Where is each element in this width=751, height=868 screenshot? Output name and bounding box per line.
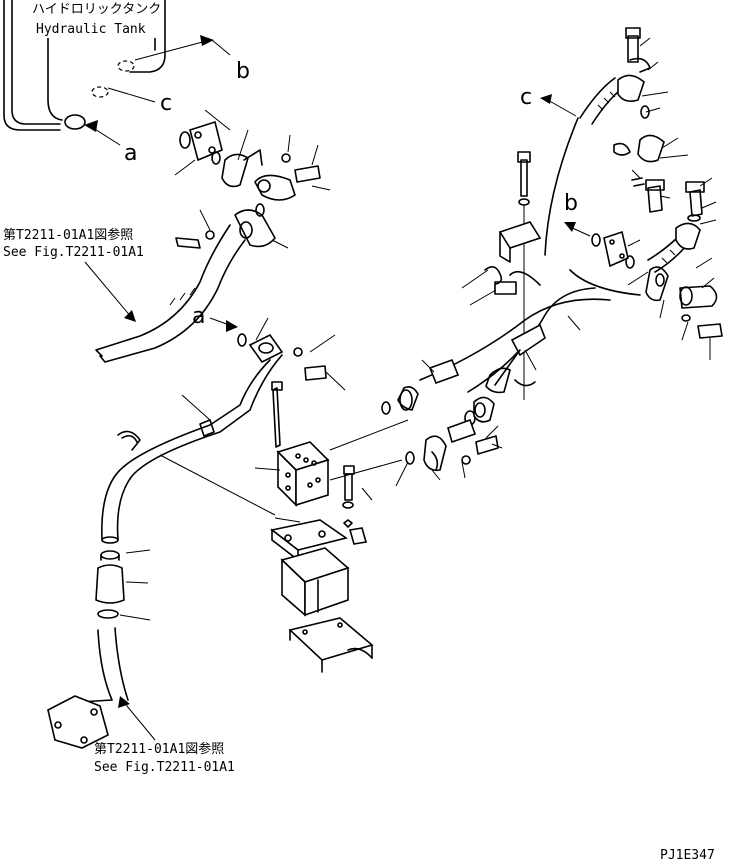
suction-tube xyxy=(101,317,346,544)
marker-c-right-arrow xyxy=(540,94,577,117)
manifold-block xyxy=(254,381,409,545)
marker-a-mid-label: a xyxy=(192,304,205,329)
return-line-top-right xyxy=(579,27,689,213)
marker-a-top-label: a xyxy=(124,141,137,166)
upper-left-hose xyxy=(95,209,289,363)
tank-flange-group xyxy=(174,109,331,217)
right-flange-group xyxy=(591,177,723,360)
vertical-support xyxy=(461,151,542,400)
marker-a-mid-arrow xyxy=(209,317,238,332)
ref-lower-jp: 第T2211-01A1図参照 xyxy=(94,741,224,757)
ref-upper-jp: 第T2211-01A1図参照 xyxy=(3,227,133,243)
lower-hose-segment xyxy=(47,549,151,749)
pressure-hoses xyxy=(381,117,641,415)
tank-label-en: Hydraulic Tank xyxy=(36,22,146,37)
tank-label-jp: ハイドロリックタンク xyxy=(32,2,161,17)
ref-upper-arrow xyxy=(84,261,136,322)
marker-b-right-arrow xyxy=(564,222,591,237)
marker-b-top-label: b xyxy=(236,59,250,84)
mount-bracket xyxy=(270,519,374,673)
marker-b-top xyxy=(134,35,231,61)
ref-upper-en: See Fig.T2211-01A1 xyxy=(3,245,144,260)
marker-c-right-label: c xyxy=(520,85,532,110)
marker-b-right-label: b xyxy=(564,191,578,216)
drawing-code: PJ1E347 xyxy=(660,848,715,863)
ref-lower-en: See Fig.T2211-01A1 xyxy=(94,760,235,775)
ref-lower-arrow xyxy=(118,696,156,741)
marker-c-top-label: c xyxy=(160,91,172,116)
marker-a-top xyxy=(84,120,121,146)
right-mid-flanges xyxy=(395,396,503,487)
